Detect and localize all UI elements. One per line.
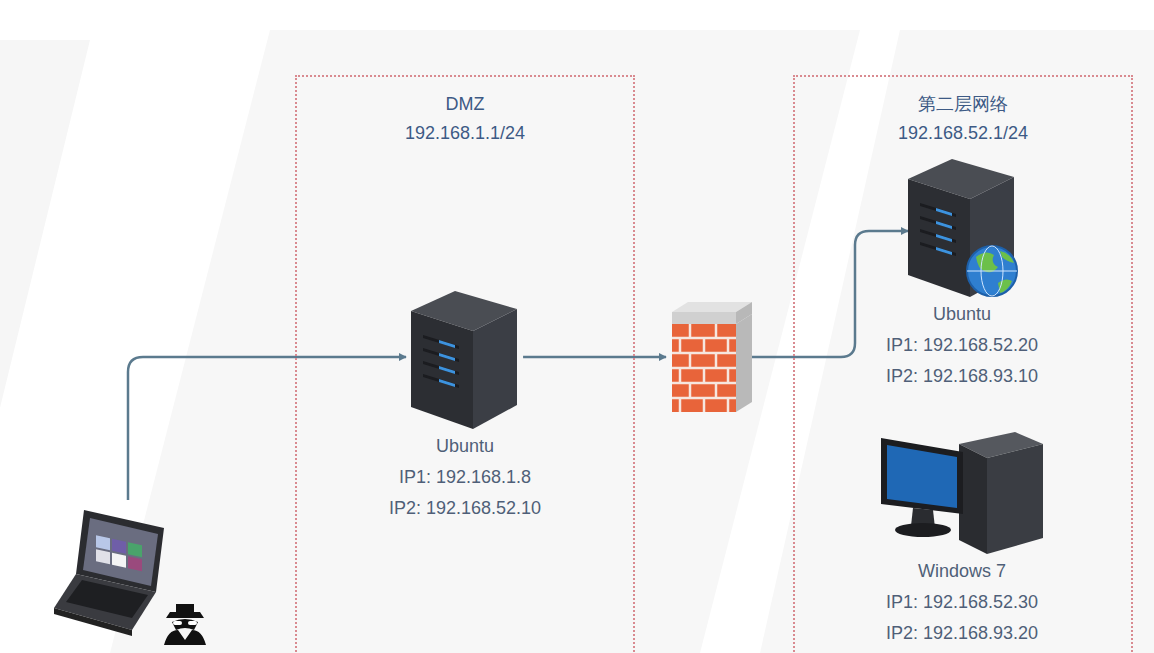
server-node: UbuntuIP1: 192.168.52.20IP2: 192.168.93.… <box>886 157 1038 392</box>
server-icon <box>906 157 1018 299</box>
attacker-laptop <box>52 500 207 645</box>
ip-address: IP1: 192.168.52.30 <box>879 587 1045 618</box>
attack-wire <box>128 357 406 500</box>
host-name: Ubuntu <box>389 431 541 462</box>
subnet-label: 192.168.1.1/24 <box>297 119 633 148</box>
server-node: UbuntuIP1: 192.168.1.8IP2: 192.168.52.10 <box>389 289 541 524</box>
network-zone: 第二层网络192.168.52.1/24UbuntuIP1: 192.168.5… <box>793 75 1133 653</box>
subnet-label: 192.168.52.1/24 <box>795 119 1131 148</box>
zone-name: 第二层网络 <box>795 90 1131 119</box>
host-node: Windows 7IP1: 192.168.52.30IP2: 192.168.… <box>879 430 1045 649</box>
ip-address: IP2: 192.168.52.10 <box>389 493 541 524</box>
ip-address: IP1: 192.168.1.8 <box>389 462 541 493</box>
firewall-icon <box>666 298 758 418</box>
pc-icon <box>879 430 1045 556</box>
server-icon <box>409 289 521 431</box>
connector <box>523 231 908 357</box>
zone-name: DMZ <box>297 90 633 119</box>
ip-address: IP2: 192.168.93.10 <box>886 361 1038 392</box>
network-zone: DMZ192.168.1.1/24UbuntuIP1: 192.168.1.8I… <box>295 75 635 653</box>
host-name: Windows 7 <box>879 556 1045 587</box>
host-name: Ubuntu <box>886 299 1038 330</box>
ip-address: IP1: 192.168.52.20 <box>886 330 1038 361</box>
ip-address: IP2: 192.168.93.20 <box>879 618 1045 649</box>
